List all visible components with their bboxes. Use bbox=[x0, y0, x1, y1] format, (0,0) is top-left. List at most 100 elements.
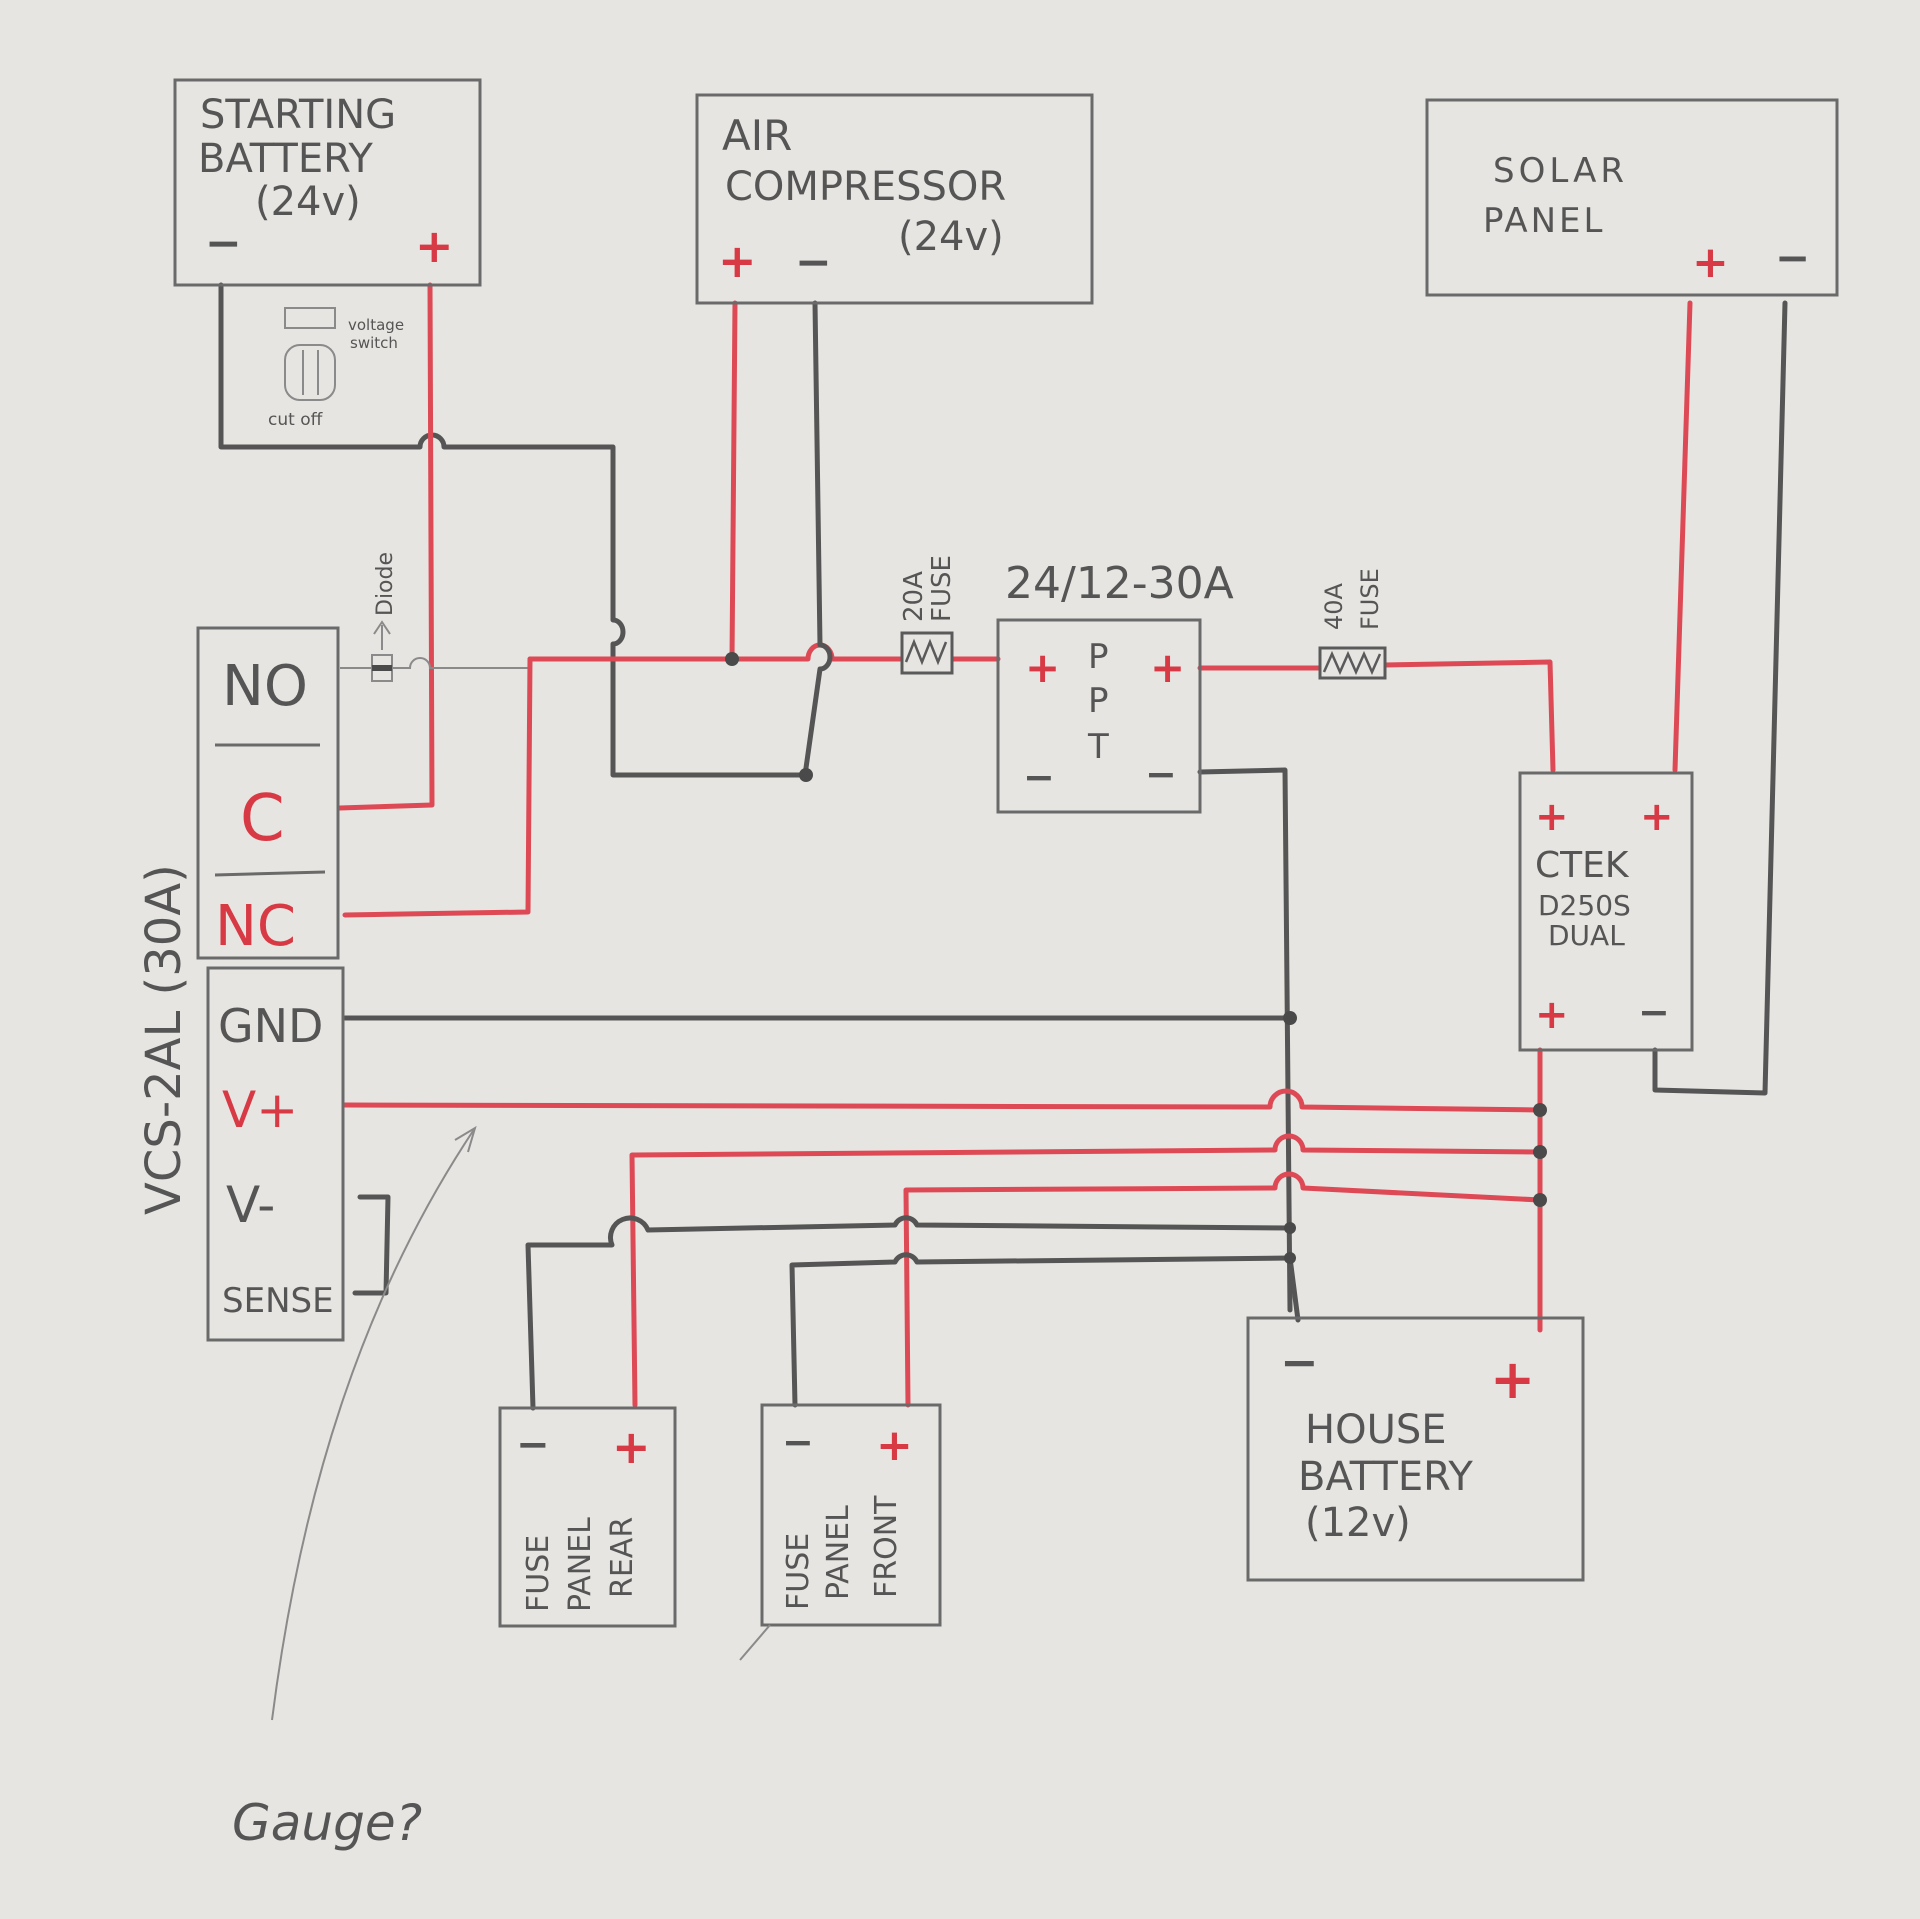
gauge-note-arrow-line bbox=[271, 1127, 476, 1721]
fuse-panel-rear-line1: FUSE bbox=[521, 1535, 556, 1612]
starting-battery-voltage: (24v) bbox=[255, 179, 361, 225]
house-battery-negative-terminal: − bbox=[1280, 1335, 1319, 1389]
mppt-positive-out: + bbox=[1150, 643, 1185, 692]
cutoff-label-voltage: voltage bbox=[348, 316, 404, 334]
air-compressor: AIR COMPRESSOR (24v) + − bbox=[695, 93, 1094, 305]
wire-mppt-ctek bbox=[1197, 659, 1556, 773]
mppt-negative-out: − bbox=[1145, 752, 1177, 796]
wire-compressor-positive bbox=[729, 300, 738, 662]
fuse-20a-label-rating: 20A bbox=[899, 571, 929, 622]
cutoff-switch-knob bbox=[284, 344, 336, 401]
fuse-panel-rear-box bbox=[498, 1406, 677, 1628]
wire-front-negative bbox=[789, 1252, 1293, 1408]
wire-ground-bus-house bbox=[1287, 1255, 1301, 1323]
cutoff-switch-rect bbox=[284, 307, 336, 329]
fuse-panel-rear-positive-terminal: + bbox=[612, 1420, 651, 1474]
air-compressor-negative-terminal: − bbox=[795, 237, 832, 288]
mppt-letter: P bbox=[1088, 637, 1109, 677]
ctek-positive-input: + bbox=[1535, 794, 1569, 840]
fuse-panel-rear-line3: REAR bbox=[605, 1517, 640, 1598]
junction-dot bbox=[725, 652, 739, 666]
air-compressor-line1: AIR bbox=[722, 111, 792, 160]
fuse-40a-element bbox=[1322, 650, 1382, 676]
pencil-stroke bbox=[739, 1624, 771, 1661]
cutoff-label-cutoff: cut off bbox=[268, 410, 324, 430]
house-battery-voltage: (12v) bbox=[1305, 1500, 1411, 1546]
house-battery-positive-terminal: + bbox=[1490, 1348, 1535, 1411]
starting-battery: STARTING BATTERY (24v) − + bbox=[173, 78, 482, 287]
fuse-40a-label-fuse: FUSE bbox=[1356, 568, 1384, 630]
junction-dot bbox=[1284, 1252, 1296, 1264]
wire-mppt-negative bbox=[1197, 767, 1293, 1313]
fuse-20a-label-fuse: FUSE bbox=[927, 555, 957, 622]
air-compressor-box bbox=[695, 93, 1094, 305]
fuse-panel-front-line3: FRONT bbox=[869, 1495, 904, 1598]
wire-starting-battery-positive bbox=[337, 282, 435, 811]
diode-arrow bbox=[373, 620, 391, 650]
gauge-note-text: Gauge? bbox=[232, 1794, 422, 1852]
fuse-20a-body bbox=[900, 631, 954, 675]
gauge-note-arrowhead bbox=[454, 1125, 477, 1153]
air-compressor-line2: COMPRESSOR bbox=[725, 164, 1006, 210]
fuse-panel-front-line1: FUSE bbox=[781, 1533, 816, 1610]
starting-battery-negative-terminal: − bbox=[205, 218, 242, 269]
fuse-panel-rear-negative-terminal: − bbox=[516, 1422, 550, 1468]
fuse-20a-element bbox=[904, 638, 948, 666]
voltage-cutoff-switch: voltage switch cut off bbox=[268, 307, 404, 430]
wire-main-positive-bus bbox=[527, 642, 903, 662]
ctek-line2: D250S bbox=[1538, 889, 1631, 922]
wire-front-positive bbox=[903, 1171, 1543, 1408]
junction-dot bbox=[1533, 1145, 1547, 1159]
fuse-panel-rear-line2: PANEL bbox=[563, 1517, 598, 1612]
wire-starting-battery-negative bbox=[218, 282, 808, 778]
ctek-charger: + + CTEK D250S DUAL + − bbox=[1518, 771, 1694, 1052]
mppt-negative-in: − bbox=[1023, 755, 1055, 799]
ctek-positive-output: + bbox=[1535, 992, 1569, 1038]
mppt-positive-in: + bbox=[1025, 643, 1060, 692]
fuse-panel-front-line2: PANEL bbox=[821, 1505, 856, 1600]
relay-terminal-vminus: V- bbox=[226, 1176, 275, 1234]
wire-rear-negative bbox=[525, 1215, 1293, 1411]
fuse-panel-front: − + FUSE PANEL FRONT bbox=[760, 1403, 942, 1627]
cutoff-label-switch: switch bbox=[350, 334, 398, 352]
wire-rear-positive bbox=[629, 1133, 1543, 1408]
diode-label: Diode bbox=[373, 552, 398, 616]
ctek-box bbox=[1518, 771, 1694, 1052]
relay-lower-block bbox=[206, 966, 345, 1342]
fuse-20a: 20A FUSE bbox=[899, 555, 957, 675]
relay-terminal-c: C bbox=[240, 782, 285, 856]
fuse-panel-front-positive-terminal: + bbox=[876, 1420, 913, 1471]
junction-dot bbox=[1283, 1011, 1297, 1025]
solar-panel: SOLAR PANEL + − bbox=[1425, 98, 1839, 297]
diode: Diode bbox=[371, 552, 398, 682]
solar-panel-line1: SOLAR bbox=[1493, 151, 1628, 191]
fuse-40a-label-rating: 40A bbox=[1320, 582, 1348, 630]
starting-battery-positive-terminal: + bbox=[415, 219, 454, 273]
relay-terminal-vplus: V+ bbox=[222, 1081, 298, 1139]
wire-solar-positive bbox=[1672, 300, 1693, 773]
relay-terminal-gnd: GND bbox=[218, 999, 323, 1053]
starting-battery-line1: STARTING bbox=[200, 92, 396, 138]
ctek-line1: CTEK bbox=[1535, 845, 1630, 886]
junction-dot bbox=[799, 768, 813, 782]
house-battery-box bbox=[1246, 1316, 1585, 1582]
house-battery-line1: HOUSE bbox=[1305, 1407, 1447, 1453]
solar-panel-line2: PANEL bbox=[1483, 201, 1605, 241]
junction-dot bbox=[1284, 1222, 1296, 1234]
wire-relay-vplus bbox=[342, 1088, 1543, 1113]
wires bbox=[218, 282, 1788, 1411]
gauge-note: Gauge? bbox=[232, 1125, 771, 1852]
fuse-panel-front-box bbox=[760, 1403, 942, 1627]
relay-terminal-nc: NC bbox=[215, 894, 296, 959]
relay-terminal-no: NO bbox=[222, 654, 308, 719]
mppt-letter: P bbox=[1088, 681, 1109, 721]
wire-solar-negative bbox=[1652, 300, 1788, 1096]
wire-relay-nc bbox=[342, 656, 533, 918]
junctions bbox=[725, 652, 1547, 1264]
house-battery-line2: BATTERY bbox=[1298, 1454, 1473, 1500]
fuse-panel-front-negative-terminal: − bbox=[782, 1420, 814, 1464]
air-compressor-voltage: (24v) bbox=[898, 214, 1004, 260]
junction-dot bbox=[1533, 1103, 1547, 1117]
fuse-40a: 40A FUSE bbox=[1318, 568, 1387, 680]
